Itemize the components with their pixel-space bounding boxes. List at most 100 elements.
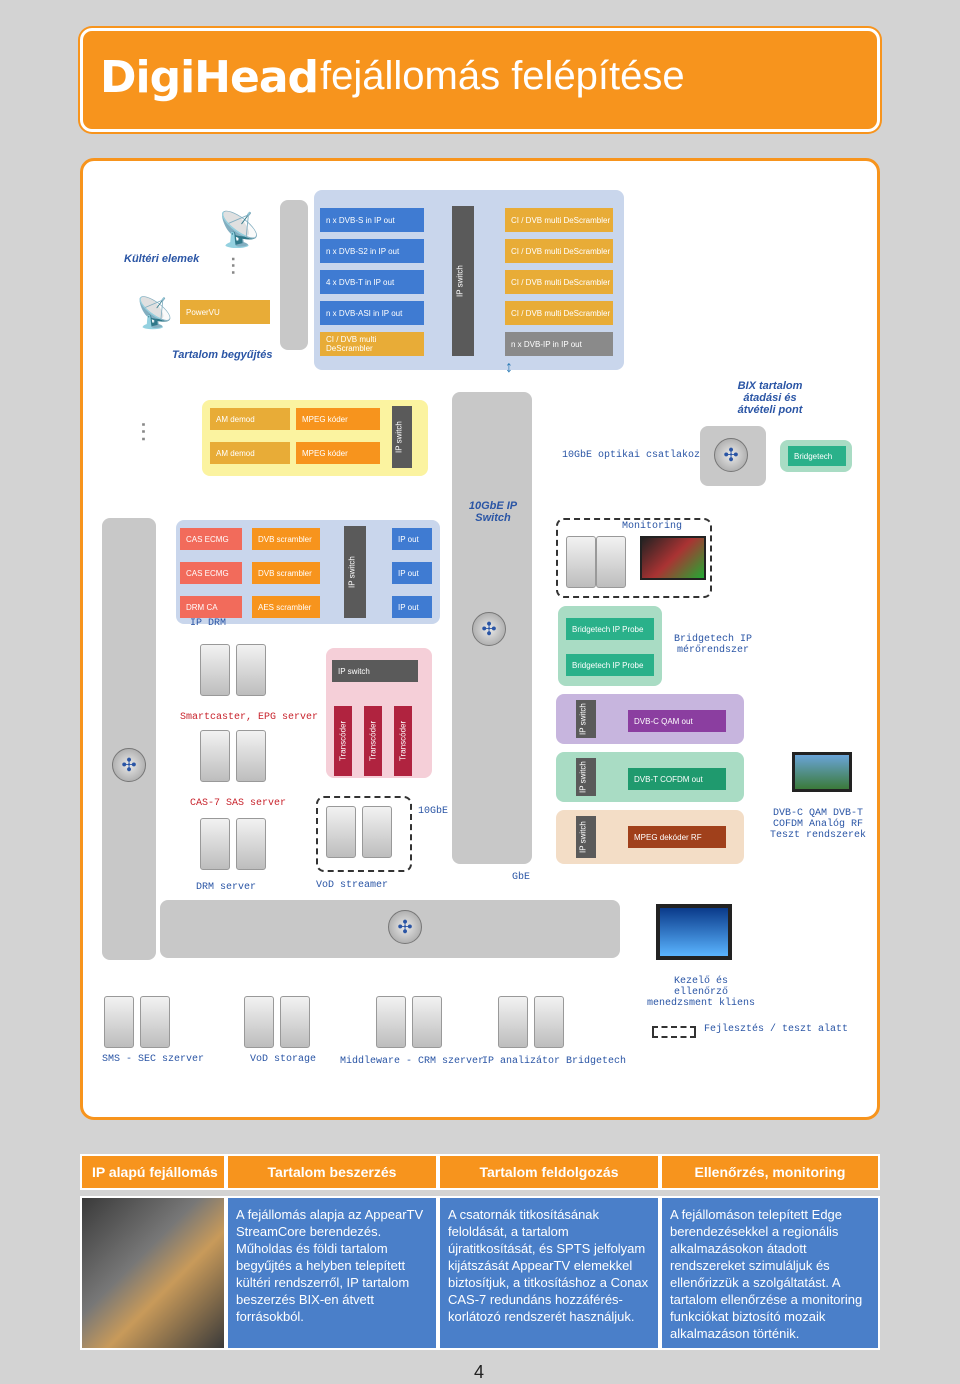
transcoder-1: Transcóder — [334, 706, 352, 776]
drm-server-icon — [236, 644, 266, 696]
transcoder-3: Transcóder — [394, 706, 412, 776]
antenna-icon: ⫶ — [230, 254, 236, 281]
ip-drm-label: IP DRM — [190, 618, 227, 629]
dvb-ip-input: n x DVB-IP in IP out — [505, 332, 613, 356]
monitoring-panel — [556, 518, 712, 598]
dvb-scrambler-1: DVB scrambler — [252, 528, 320, 550]
vod-storage-icon — [280, 996, 310, 1048]
outdoor-bus — [280, 200, 308, 350]
top-ip-switch: IP switch — [452, 206, 474, 356]
analyzer-server-icon — [534, 996, 564, 1048]
drm-server-label: DRM server — [196, 882, 257, 893]
cas7-label: CAS-7 SAS server — [190, 798, 287, 809]
vod-streamer-panel — [316, 796, 412, 872]
am-demod-1: AM demod — [210, 408, 290, 430]
dvb-asi-input: n x DVB-ASI in IP out — [320, 301, 424, 325]
transcoder-ip-switch: IP switch — [332, 660, 418, 682]
middleware-server-icon — [376, 996, 406, 1048]
optical-link-label: 10GbE optikai csatlakozás — [562, 450, 713, 461]
vod-storage-icon — [244, 996, 274, 1048]
ip-probe-2: Bridgetech IP Probe — [566, 654, 654, 676]
qam-ip-switch: IP switch — [576, 700, 596, 738]
gbe-label: GbE — [512, 872, 531, 883]
descrambler-4: CI / DVB multi DeScrambler — [505, 301, 613, 325]
footer-header-processing: Tartalom feldolgozás — [438, 1154, 660, 1190]
dev-legend-label: Fejlesztés / teszt alatt — [704, 1024, 849, 1035]
analyzer-label: IP analizátor Bridgetech — [482, 1056, 627, 1067]
ten-gbe-switch-label: 10GbE IP Switch — [468, 500, 518, 524]
client-computer-icon — [656, 904, 732, 960]
bridgetech-box: Bridgetech — [788, 446, 846, 466]
footer-text-base: A fejállomás alapja az AppearTV StreamCo… — [226, 1196, 438, 1350]
drm-server-icon — [200, 644, 230, 696]
monitoring-label: Monitoring — [622, 521, 683, 532]
am-demod-2: AM demod — [210, 442, 290, 464]
footer-text-monitoring: A fejállomáson telepített Edge berendezé… — [660, 1196, 880, 1350]
bix-router-icon: ✣ — [714, 438, 748, 472]
monitor-tv-icon — [640, 536, 706, 580]
page-title: fejállomás felépítése — [320, 54, 685, 98]
satellite-dish-small-icon: 📡 — [136, 297, 174, 330]
descrambler-2: CI / DVB multi DeScrambler — [505, 239, 613, 263]
drm-ca: DRM CA — [180, 596, 242, 618]
descrambler-3: CI / DVB multi DeScrambler — [505, 270, 613, 294]
dvb-t-cofdm-out: DVB-T COFDM out — [628, 768, 726, 790]
bix-label: BIX tartalom átadási és átvételi pont — [737, 380, 803, 416]
smartcaster-label: Smartcaster, EPG server — [180, 712, 319, 723]
descrambler-1: CI / DVB multi DeScrambler — [505, 208, 613, 232]
ci-descrambler-left: CI / DVB multi DeScrambler — [320, 332, 424, 356]
header-banner — [80, 28, 880, 132]
sms-server-icon — [140, 996, 170, 1048]
middleware-label: Middleware - CRM szerver — [340, 1056, 485, 1067]
vod-streamer-server-icon — [362, 806, 392, 858]
cofdm-ip-switch: IP switch — [576, 758, 596, 796]
dvb-s2-input: n x DVB-S2 in IP out — [320, 239, 424, 263]
cabling-photo — [80, 1196, 226, 1350]
vod-streamer-server-icon — [326, 806, 356, 858]
cas-ecmg-2: CAS ECMG — [180, 562, 242, 584]
test-systems-label: DVB-C QAM DVB-T COFDM Analóg RF Teszt re… — [770, 808, 867, 841]
ip-out-1: IP out — [392, 528, 432, 550]
top-link-arrow-icon: ↕ — [505, 359, 513, 376]
footer-header-monitoring: Ellenőrzés, monitoring — [660, 1154, 880, 1190]
client-label: Kezelő és ellenőrző menedzsment kliens — [646, 976, 756, 1009]
powervu-box: PowerVU — [180, 300, 270, 324]
dev-legend-box — [652, 1026, 696, 1038]
left-switch-column — [102, 518, 156, 960]
cas7-server-icon — [200, 818, 230, 870]
vod-storage-label: VoD storage — [250, 1054, 317, 1065]
monitoring-server-icon — [566, 536, 596, 588]
test-tv-icon — [792, 752, 852, 792]
cas7-server-icon — [236, 818, 266, 870]
mpeg-coder-2: MPEG kóder — [296, 442, 380, 464]
ip-out-2: IP out — [392, 562, 432, 584]
middleware-server-icon — [412, 996, 442, 1048]
digihead-logo: DigiHead — [100, 52, 319, 103]
outdoor-label: Kültéri elemek — [124, 253, 200, 265]
dvb-c-qam-out: DVB-C QAM out — [628, 710, 726, 732]
ip-probe-1: Bridgetech IP Probe — [566, 618, 654, 640]
footer-header-acquisition: Tartalom beszerzés — [226, 1154, 438, 1190]
analyzer-server-icon — [498, 996, 528, 1048]
transcoder-2: Transcóder — [364, 706, 382, 776]
dvb-scrambler-2: DVB scrambler — [252, 562, 320, 584]
bridgetech-system-label: Bridgetech IP mérőrendszer — [673, 634, 752, 656]
mpeg-decoder-rf: MPEG dekóder RF — [628, 826, 726, 848]
page-number: 4 — [474, 1362, 485, 1382]
gbe-router-icon: ✣ — [388, 910, 422, 944]
cas-ip-switch: IP switch — [344, 526, 366, 618]
ten-gbe-label: 10GbE — [418, 806, 449, 817]
aes-scrambler: AES scrambler — [252, 596, 320, 618]
terrestrial-antenna-icon: ⫶ — [140, 418, 147, 448]
satellite-dish-icon: 📡 — [218, 211, 261, 249]
left-router-icon: ✣ — [112, 748, 146, 782]
vod-streamer-label: VoD streamer — [316, 880, 389, 891]
rf-ip-switch: IP switch — [576, 816, 596, 858]
dvb-t-input: 4 x DVB-T in IP out — [320, 270, 424, 294]
mpeg-coder-1: MPEG kóder — [296, 408, 380, 430]
sms-label: SMS - SEC szerver — [102, 1054, 205, 1065]
monitoring-server-icon — [596, 536, 626, 588]
smartcaster-server-icon — [200, 730, 230, 782]
analog-ip-switch: IP switch — [392, 406, 412, 468]
central-router-icon: ✣ — [472, 612, 506, 646]
